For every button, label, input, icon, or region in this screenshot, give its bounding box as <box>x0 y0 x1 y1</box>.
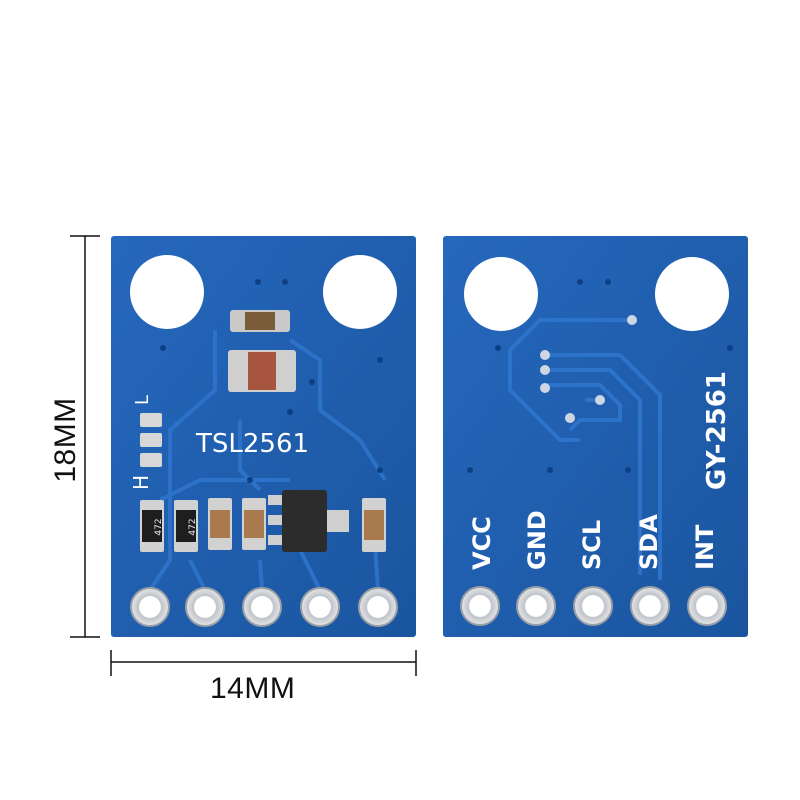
front-board: L H TSL2561 472 472 <box>111 236 416 637</box>
width-dimension-label: 14MM <box>210 672 296 705</box>
mounting-hole <box>655 257 729 331</box>
front-header-pads <box>130 587 398 627</box>
pin-label-scl: SCL <box>578 520 606 570</box>
jumper-label-low: L <box>132 395 153 405</box>
chip-label: TSL2561 <box>195 429 309 459</box>
width-dimension-line <box>110 650 417 676</box>
back-board: GY-2561 VCC GND SCL SDA INT <box>443 236 748 637</box>
height-dimension-label: 18MM <box>49 397 82 483</box>
mounting-hole <box>323 255 397 329</box>
pin-label-sda: SDA <box>635 514 663 570</box>
model-label: GY-2561 <box>702 371 732 490</box>
pin-label-vcc: VCC <box>468 516 496 570</box>
resistor-code: 472 <box>188 518 198 535</box>
pin-label-gnd: GND <box>523 510 551 570</box>
pin-label-int: INT <box>691 524 719 570</box>
back-header-pads <box>460 586 727 626</box>
jumper-label-high: H <box>129 475 153 490</box>
resistor-code: 472 <box>154 518 164 535</box>
mounting-hole <box>464 257 538 331</box>
mounting-hole <box>130 255 204 329</box>
height-dimension-line <box>70 235 100 638</box>
